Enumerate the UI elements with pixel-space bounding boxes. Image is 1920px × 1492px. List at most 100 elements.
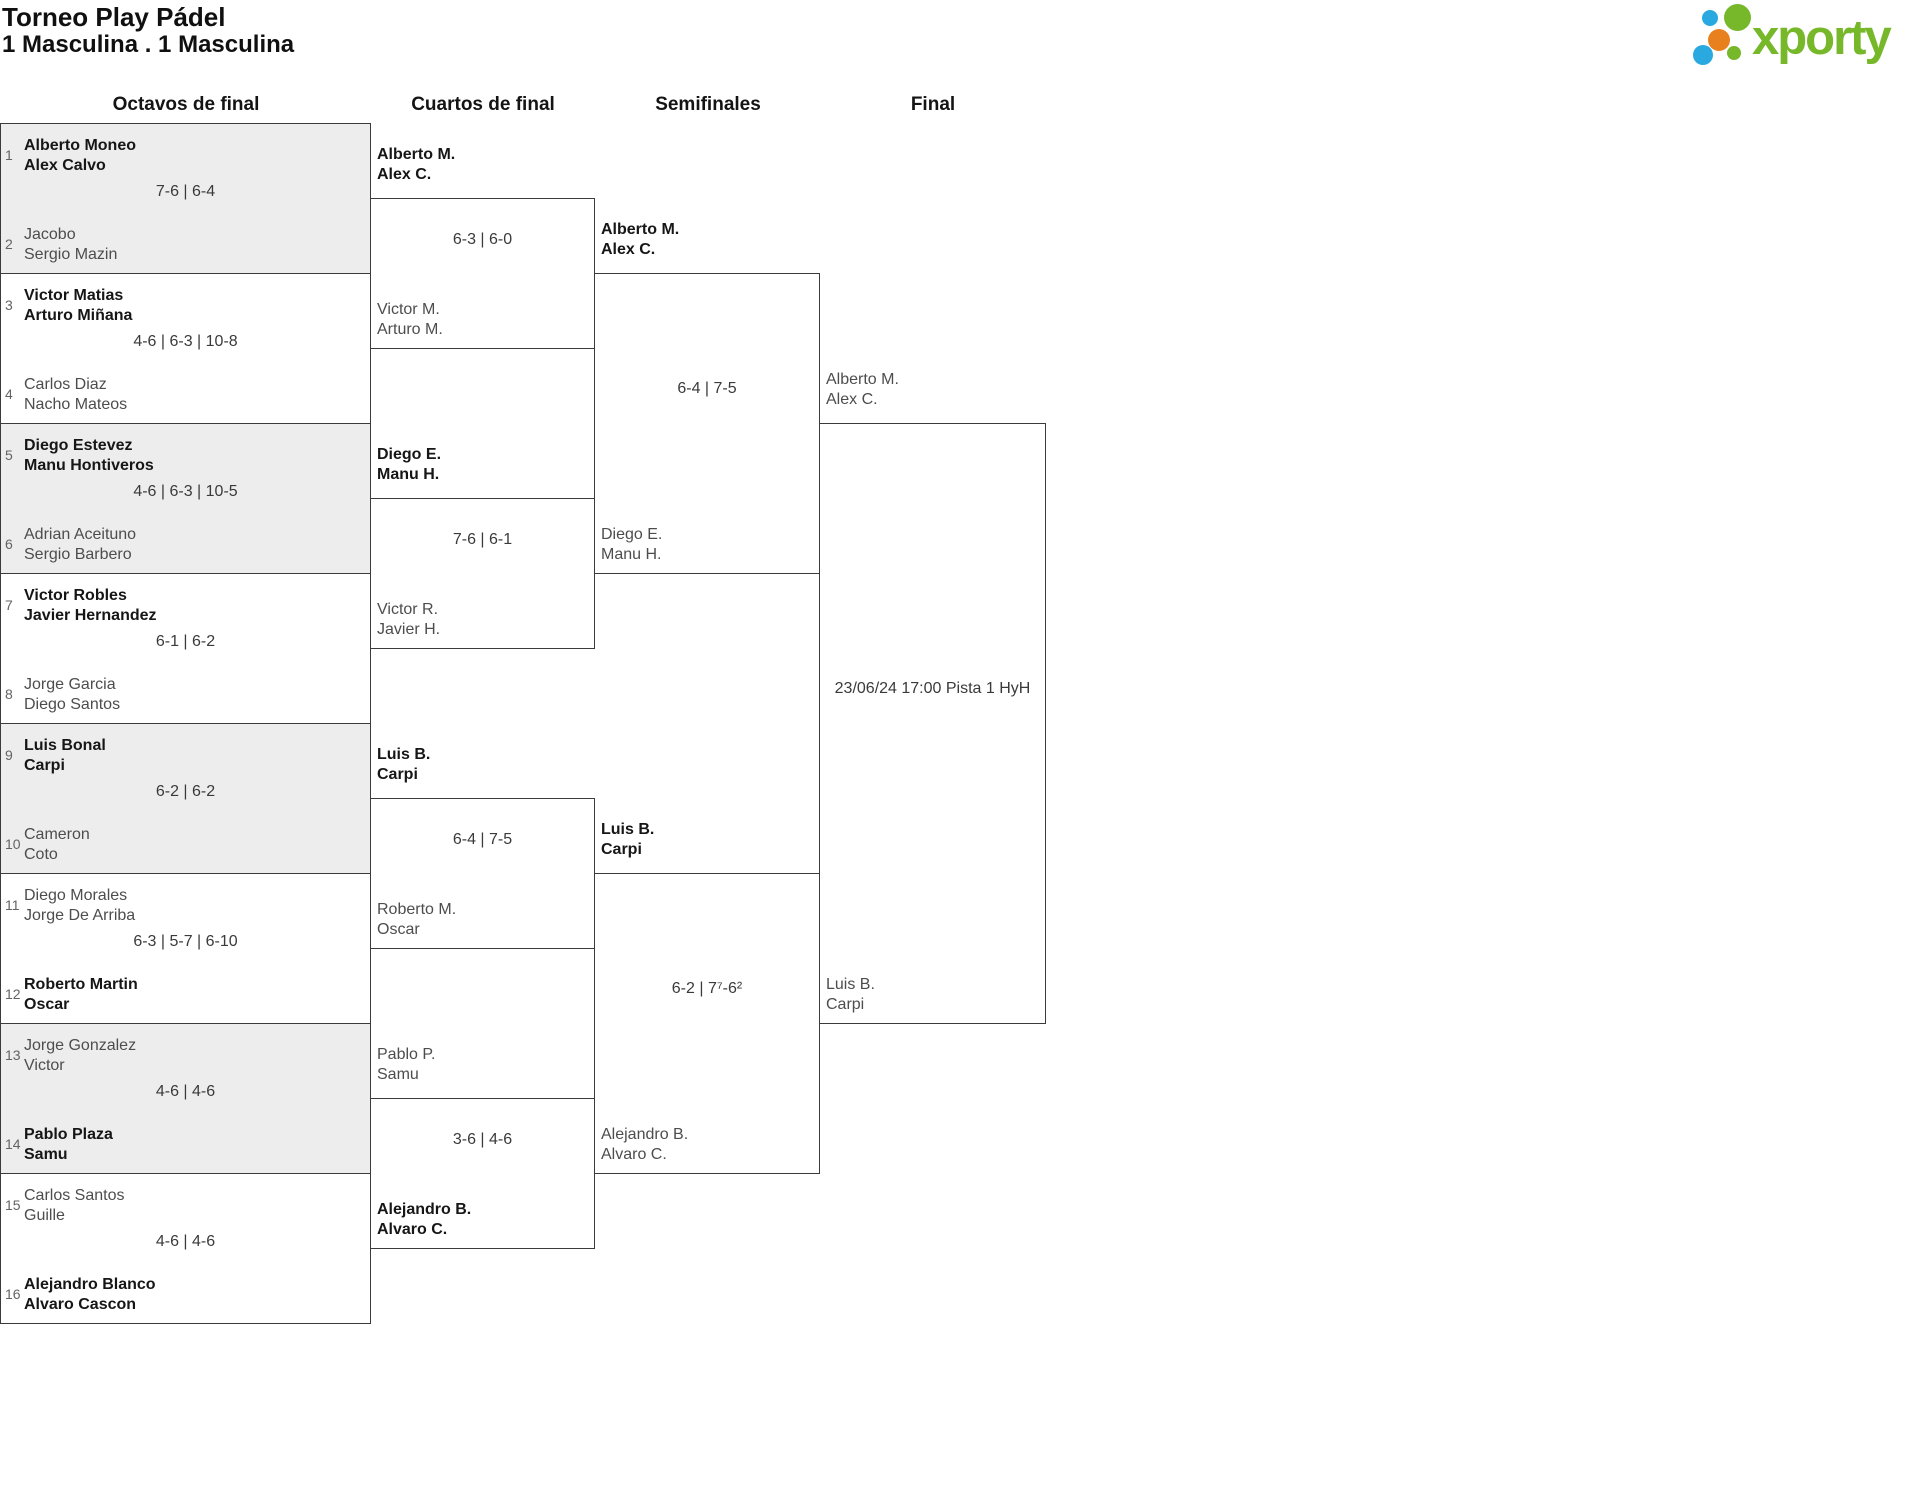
team-pair: Victor M. Arturo M.	[377, 300, 443, 340]
team-pair: Diego E. Manu H.	[377, 445, 441, 485]
team-player-name: Sergio Mazin	[24, 246, 118, 263]
team-player-name: Carpi	[826, 996, 865, 1013]
team-player-name: Alex C.	[377, 166, 432, 183]
page-title: Torneo Play Pádel	[2, 2, 226, 32]
team-player-name: Diego E.	[601, 526, 663, 543]
team-player-name: Luis B.	[826, 976, 875, 993]
match-r16-1: 1 Alberto Moneo Alex Calvo 7-6 | 6-4 2 J…	[0, 123, 371, 273]
match-r16-4: 7 Victor Robles Javier Hernandez 6-1 | 6…	[0, 573, 371, 723]
team-player-name: Diego Morales	[24, 887, 128, 904]
logo-dot-orange-icon	[1708, 29, 1730, 51]
team-player-name: Samu	[24, 1146, 68, 1163]
team-player-name: Luis B.	[601, 821, 655, 838]
team-player-name: Jacobo	[24, 226, 76, 243]
seed-number: 12	[5, 986, 21, 1002]
team-player-name: Manu H.	[377, 466, 440, 483]
team-pair: Luis B. Carpi	[826, 975, 875, 1015]
team-pair: Victor Matias Arturo Miñana	[24, 286, 132, 326]
round-header-final: Final	[910, 94, 956, 115]
match-score: 4-6 | 4-6	[155, 1233, 216, 1250]
seed-number: 13	[5, 1047, 21, 1063]
team-pair: Diego E. Manu H.	[601, 525, 662, 565]
team-pair: Alejandro B. Alvaro C.	[377, 1200, 471, 1240]
team-player-name: Alejandro Blanco	[24, 1276, 156, 1293]
team-player-name: Diego E.	[377, 446, 442, 463]
seed-number: 11	[5, 897, 20, 913]
team-player-name: Victor M.	[377, 301, 440, 318]
logo-dot-blue-medium-icon	[1693, 45, 1713, 65]
team-player-name: Carpi	[377, 766, 418, 783]
match-sf-1: Alberto M. Alex C. 6-4 | 7-5 Diego E. Ma…	[594, 221, 820, 574]
team-player-name: Alex Calvo	[24, 157, 106, 174]
team-pair: Alberto Moneo Alex Calvo	[24, 136, 136, 176]
match-score: 4-6 | 6-3 | 10-8	[133, 333, 238, 350]
logo-dot-green-small-icon	[1727, 46, 1741, 60]
match-score: 6-4 | 7-5	[677, 380, 737, 397]
match-qf-1: Alberto M. Alex C. 6-3 | 6-0 Victor M. A…	[370, 146, 595, 349]
team-player-name: Cameron	[24, 826, 90, 843]
match-score: 7-6 | 6-4	[155, 183, 216, 200]
team-player-name: Diego Estevez	[24, 437, 133, 454]
match-score: 3-6 | 4-6	[452, 1131, 513, 1148]
team-player-name: Pablo Plaza	[24, 1126, 113, 1143]
team-player-name: Alvaro Cascon	[24, 1296, 137, 1313]
team-player-name: Carlos Santos	[24, 1187, 125, 1204]
match-score: 7-6 | 6-1	[452, 531, 513, 548]
team-player-name: Luis B.	[377, 746, 431, 763]
seed-number: 1	[5, 147, 13, 163]
team-player-name: Carpi	[24, 757, 65, 774]
seed-number: 9	[5, 747, 13, 763]
seed-number: 6	[5, 536, 13, 552]
team-pair: Cameron Coto	[24, 825, 90, 865]
team-player-name: Alberto M.	[377, 146, 456, 163]
team-player-name: Javier Hernandez	[24, 607, 157, 624]
seed-number: 8	[5, 686, 13, 702]
match-score: 6-1 | 6-2	[155, 633, 216, 650]
team-pair: Diego Morales Jorge De Arriba	[24, 886, 135, 926]
seed-number: 5	[5, 447, 13, 463]
team-player-name: Sergio Barbero	[24, 546, 132, 563]
team-player-name: Nacho Mateos	[24, 396, 128, 413]
match-score: 6-4 | 7-5	[452, 831, 513, 848]
team-player-name: Victor R.	[377, 601, 439, 618]
team-player-name: Carpi	[601, 841, 642, 858]
team-pair: Jorge Garcia Diego Santos	[24, 675, 120, 715]
team-player-name: Manu Hontiveros	[24, 457, 154, 474]
match-qf-3: Luis B. Carpi 6-4 | 7-5 Roberto M. Oscar	[370, 746, 595, 949]
team-pair: Alberto M. Alex C.	[826, 370, 899, 410]
team-player-name: Oscar	[24, 996, 70, 1013]
match-qf-2: Diego E. Manu H. 7-6 | 6-1 Victor R. Jav…	[370, 446, 595, 649]
xporty-wordmark: xporty	[1752, 11, 1892, 65]
team-player-name: Arturo M.	[377, 321, 443, 338]
team-player-name: Jorge De Arriba	[24, 907, 136, 924]
match-r16-8: 15 Carlos Santos Guille 4-6 | 4-6 16 Ale…	[0, 1173, 371, 1324]
seed-number: 15	[5, 1197, 21, 1213]
team-player-name: Pablo P.	[377, 1046, 436, 1063]
team-pair: Roberto Martin Oscar	[24, 975, 138, 1015]
round-header-cuartos: Cuartos de final	[411, 94, 555, 115]
match-score: 6-3 | 6-0	[452, 231, 513, 248]
team-pair: Carlos Santos Guille	[24, 1186, 125, 1226]
team-player-name: Alvaro C.	[601, 1146, 667, 1163]
seed-number: 14	[5, 1136, 21, 1152]
team-pair: Diego Estevez Manu Hontiveros	[24, 436, 154, 476]
team-player-name: Alex C.	[826, 391, 878, 408]
round-header-semifinales: Semifinales	[655, 94, 761, 115]
team-player-name: Carlos Diaz	[24, 376, 107, 393]
team-pair: Alejandro B. Alvaro C.	[601, 1125, 688, 1165]
seed-number: 16	[5, 1286, 21, 1302]
team-player-name: Alberto M.	[826, 371, 899, 388]
team-player-name: Alvaro C.	[377, 1221, 448, 1238]
round-header-octavos: Octavos de final	[112, 94, 260, 115]
team-pair: Luis B. Carpi	[601, 820, 654, 860]
match-qf-4: Pablo P. Samu 3-6 | 4-6 Alejandro B. Alv…	[370, 1046, 595, 1249]
team-pair: Alejandro Blanco Alvaro Cascon	[24, 1275, 156, 1315]
match-score: 6-3 | 5-7 | 6-10	[133, 933, 238, 950]
team-pair: Luis B. Carpi	[377, 745, 430, 785]
team-pair: Pablo P. Samu	[377, 1045, 435, 1085]
match-r16-2: 3 Victor Matias Arturo Miñana 4-6 | 6-3 …	[0, 273, 371, 423]
team-player-name: Victor Robles	[24, 587, 127, 604]
seed-number: 10	[5, 836, 21, 852]
team-pair: Alberto M. Alex C.	[601, 220, 679, 260]
